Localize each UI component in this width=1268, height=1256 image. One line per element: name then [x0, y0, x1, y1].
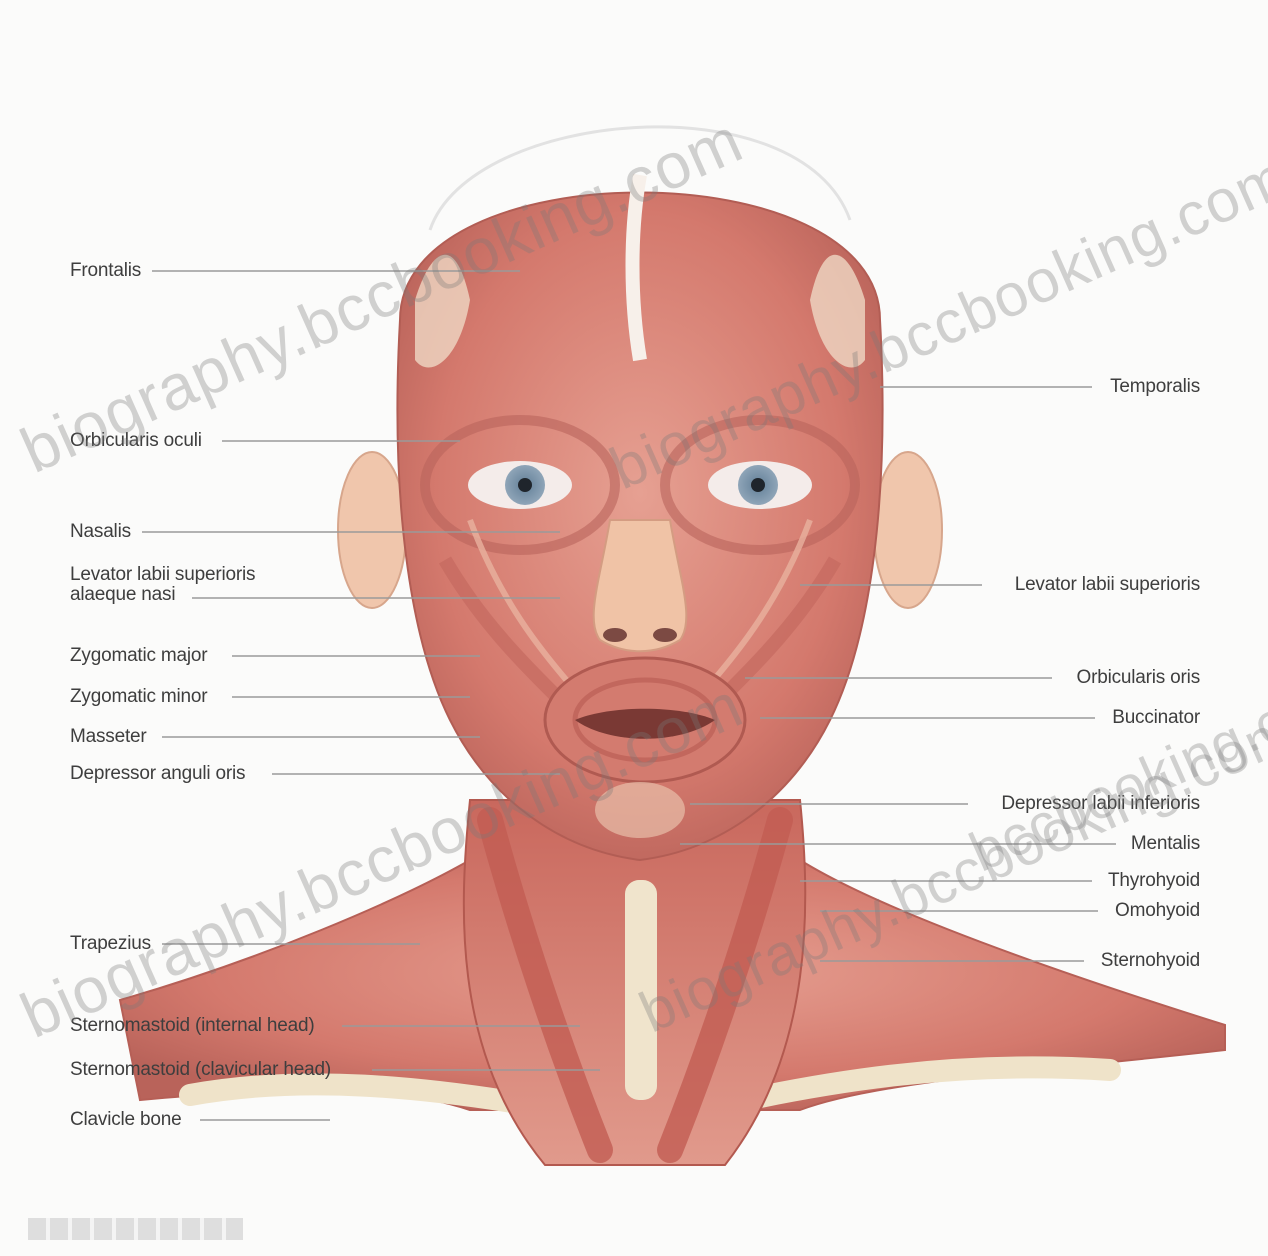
label-temporalis: Temporalis — [1110, 377, 1200, 397]
label-levator-labii-alaeque-nasi: Levator labii superioris alaeque nasi — [70, 565, 255, 605]
label-frontalis: Frontalis — [70, 261, 141, 281]
label-masseter: Masseter — [70, 727, 147, 747]
label-omohyoid: Omohyoid — [1115, 901, 1200, 921]
corner-stamp — [28, 1218, 243, 1240]
label-depressor-anguli-oris: Depressor anguli oris — [70, 764, 245, 784]
label-zygomatic-major: Zygomatic major — [70, 646, 207, 666]
label-zygomatic-minor: Zygomatic minor — [70, 687, 207, 707]
label-sternomastoid-clavicular: Sternomastoid (clavicular head) — [70, 1060, 331, 1080]
label-clavicle-bone: Clavicle bone — [70, 1110, 181, 1130]
label-mentalis: Mentalis — [1131, 834, 1200, 854]
label-thyrohyoid: Thyrohyoid — [1108, 871, 1200, 891]
label-sternohyoid: Sternohyoid — [1101, 951, 1200, 971]
label-orbicularis-oris: Orbicularis oris — [1077, 668, 1201, 688]
label-nasalis: Nasalis — [70, 522, 131, 542]
ear-left — [338, 452, 406, 608]
label-levator-labii-superioris: Levator labii superioris — [1015, 575, 1200, 595]
